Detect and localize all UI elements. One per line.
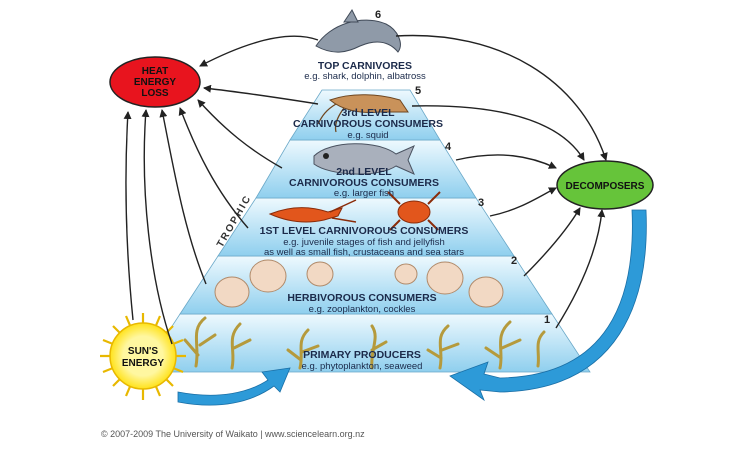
level-numbers: 6 5 4 3 2 1	[375, 9, 550, 326]
arrow-top-to-heat	[199, 35, 319, 67]
first-level-title: 1ST LEVEL CARNIVOROUS CONSUMERS	[260, 225, 469, 237]
arrow-level3-to-decomposers	[489, 187, 557, 217]
heat-label-line1: HEAT	[142, 66, 168, 77]
top-carnivores-example: e.g. shark, dolphin, albatross	[304, 71, 426, 82]
sun-label-line2: ENERGY	[122, 358, 165, 369]
top-carnivores-title: TOP CARNIVORES	[318, 60, 412, 72]
second-level-title-line2: CARNIVOROUS CONSUMERS	[289, 177, 439, 189]
decomposers-node: DECOMPOSERS	[556, 160, 654, 210]
level-labels: TOP CARNIVORES e.g. shark, dolphin, alba…	[260, 60, 469, 372]
arrow-level1-to-heat	[141, 109, 173, 345]
third-level-example: e.g. squid	[347, 130, 388, 141]
sun-label-line1: SUN'S	[128, 346, 158, 357]
heat-label-line2: ENERGY	[134, 77, 177, 88]
second-level-example: e.g. larger fish	[334, 188, 394, 199]
third-level-title-line2: CARNIVOROUS CONSUMERS	[293, 118, 443, 130]
dolphin-illustration	[315, 9, 401, 53]
arrow-top-to-decomposers	[395, 34, 608, 161]
crustaceans-illustration	[268, 191, 441, 231]
arrow-sun-to-producers	[177, 367, 291, 406]
blue-cycle-arrows	[177, 209, 647, 406]
arrow-level4-to-decomposers	[455, 154, 557, 169]
level-number-1: 1	[544, 314, 550, 326]
arrow-level5-to-decomposers	[411, 105, 585, 161]
arrow-level3-to-heat	[178, 107, 249, 229]
arrow-level2-to-heat	[159, 109, 207, 285]
arrow-level2-to-decomposers	[523, 207, 581, 277]
arrow-decomposers-to-producers	[449, 209, 647, 402]
cockle-shells-illustration	[214, 259, 504, 308]
level-number-2: 2	[511, 255, 517, 267]
squid-illustration	[317, 94, 409, 133]
heat-label-line3: LOSS	[141, 88, 169, 99]
sun-energy-node: SUN'S ENERGY	[100, 313, 186, 400]
arrow-level4-to-heat	[197, 99, 283, 169]
primary-producers-example: e.g. phytoplankton, seaweed	[302, 361, 423, 372]
level-number-3: 3	[478, 197, 484, 209]
first-level-example: e.g. juvenile stages of fish and jellyfi…	[283, 237, 445, 248]
herbivorous-title: HERBIVOROUS CONSUMERS	[287, 292, 436, 304]
level-number-6: 6	[375, 9, 381, 21]
second-level-title-line1: 2nd LEVEL	[336, 166, 392, 178]
band-third-carnivores	[289, 89, 441, 141]
seaweed-illustration	[183, 316, 546, 370]
primary-producers-title: PRIMARY PRODUCERS	[303, 349, 421, 361]
decomposers-label: DECOMPOSERS	[566, 181, 645, 192]
third-level-title-line1: 3rd LEVEL	[341, 107, 395, 119]
copyright-notice: © 2007-2009 The University of Waikato | …	[101, 429, 365, 439]
fish-illustration	[313, 143, 415, 175]
arrow-sun-to-heat	[123, 111, 134, 321]
arrow-level1-to-decomposers	[555, 209, 606, 329]
herbivorous-example: e.g. zooplankton, cockles	[309, 304, 416, 315]
level-number-4: 4	[445, 141, 452, 153]
energy-flow-arrows	[123, 34, 608, 345]
arrow-level5-to-heat	[203, 84, 319, 105]
heat-energy-loss-node: HEAT ENERGY LOSS	[109, 56, 201, 108]
first-level-example-line2: as well as small fish, crustaceans and s…	[264, 247, 464, 258]
level-number-5: 5	[415, 85, 421, 97]
